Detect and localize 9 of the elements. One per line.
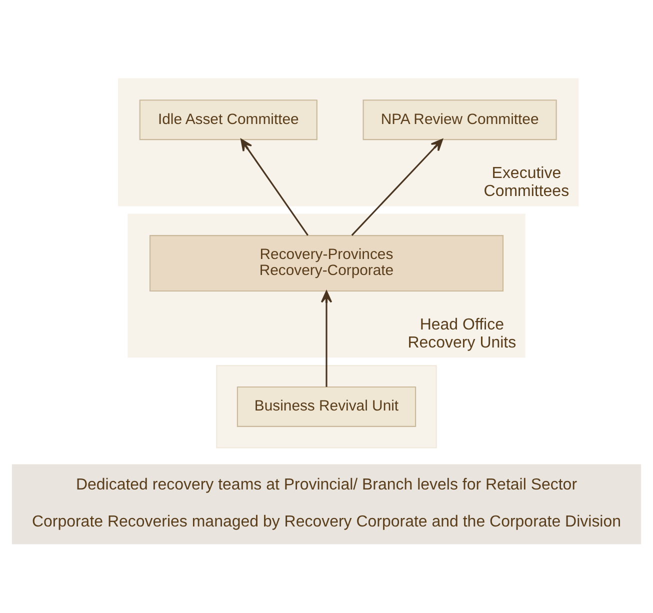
arrow (320, 290, 332, 386)
cluster (216, 364, 437, 448)
node-box: Business Revival Unit (236, 386, 416, 426)
arrow (351, 138, 443, 236)
arrow (240, 138, 308, 236)
node-box: Dedicated recovery teams at Provincial/ Branch levels for Retail Sector Corporate Recoveries managed by Recovery Corporate and the Corporate Division (12, 464, 642, 544)
node-box: Idle Asset Committee (139, 99, 318, 140)
node-box: Recovery-Provinces Recovery-Corporate (149, 234, 504, 292)
node-box: NPA Review Committee (362, 99, 557, 140)
